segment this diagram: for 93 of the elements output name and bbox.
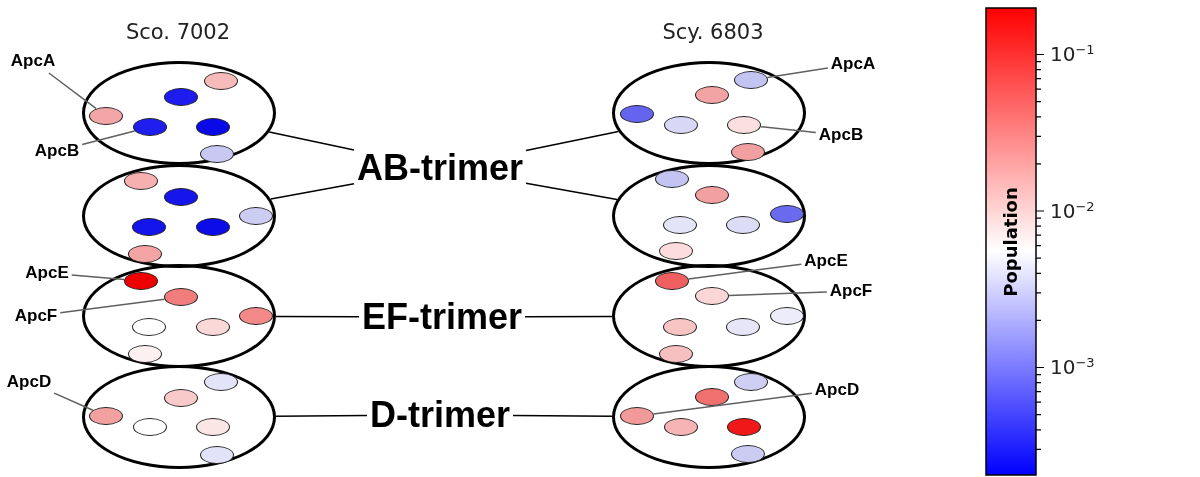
subunit-label: ApcA <box>10 51 56 71</box>
leader-line <box>59 298 166 314</box>
colorbar-label: Population <box>999 187 1021 297</box>
subunit-circle <box>132 218 166 236</box>
subunit-circle <box>124 172 158 190</box>
connector-line <box>525 182 618 201</box>
subunit-circle <box>734 71 768 89</box>
subunit-circle <box>726 216 760 234</box>
trimer-label: EF-trimer <box>362 296 522 338</box>
connector-line <box>525 130 620 152</box>
subunit-circle <box>164 389 198 407</box>
subunit-circle <box>200 145 234 163</box>
connector-line <box>268 131 355 151</box>
subunit-circle <box>200 446 234 464</box>
subunit-circle <box>731 143 765 161</box>
subunit-circle <box>731 445 765 463</box>
connector-line <box>270 183 355 200</box>
connector-line <box>524 315 613 318</box>
subunit-circle <box>663 318 697 336</box>
column-title: Sco. 7002 <box>125 20 231 44</box>
subunit-circle <box>727 116 761 134</box>
leader-line <box>766 67 829 79</box>
leader-line <box>70 274 125 281</box>
subunit-circle <box>620 407 654 425</box>
subunit-circle <box>164 288 198 306</box>
subunit-circle <box>734 373 768 391</box>
subunit-circle <box>133 418 167 436</box>
subunit-circle <box>655 170 689 188</box>
subunit-label: ApcE <box>25 263 69 283</box>
subunit-label: ApcD <box>814 380 860 400</box>
subunit-label: ApcF <box>829 281 873 301</box>
subunit-circle <box>124 272 158 290</box>
trimer-label: D-trimer <box>370 394 510 436</box>
subunit-circle <box>196 118 230 136</box>
subunit-circle <box>664 418 698 436</box>
subunit-circle <box>239 307 273 325</box>
subunit-circle <box>664 116 698 134</box>
trimer-ellipse <box>612 164 806 268</box>
connector-line <box>275 414 368 418</box>
trimer-ellipse <box>612 365 806 469</box>
subunit-circle <box>128 245 162 263</box>
leader-line <box>652 392 813 415</box>
subunit-circle <box>239 207 273 225</box>
subunit-label: ApcE <box>804 251 848 271</box>
subunit-circle <box>132 318 166 336</box>
trimer-ellipse <box>82 61 276 165</box>
trimer-ellipse <box>82 164 276 268</box>
tick-label: 10$^{−1}$ <box>1050 41 1095 67</box>
connector-line <box>275 315 360 318</box>
subunit-circle <box>695 287 729 305</box>
subunit-circle <box>89 107 123 125</box>
tick-label: 10$^{−2}$ <box>1050 198 1095 224</box>
subunit-circle <box>695 186 729 204</box>
leader-line <box>81 130 136 146</box>
subunit-circle <box>128 345 162 363</box>
trimer-ellipse <box>612 264 806 368</box>
subunit-circle <box>695 388 729 406</box>
subunit-circle <box>620 105 654 123</box>
subunit-label: ApcB <box>818 125 864 145</box>
subunit-circle <box>770 205 804 223</box>
subunit-circle <box>164 188 198 206</box>
leader-line <box>759 125 817 134</box>
subunit-circle <box>659 242 693 260</box>
subunit-label: ApcB <box>34 141 80 161</box>
subunit-circle <box>89 407 123 425</box>
connector-line <box>512 414 613 418</box>
leader-line <box>728 291 828 297</box>
leader-line <box>53 392 94 411</box>
trimer-label: AB-trimer <box>357 147 523 189</box>
subunit-circle <box>196 318 230 336</box>
leader-line <box>48 72 97 110</box>
subunit-circle <box>133 118 167 136</box>
trimer-ellipse <box>82 365 276 469</box>
column-title: Scy. 6803 <box>662 20 764 44</box>
subunit-circle <box>164 88 198 106</box>
subunit-circle <box>659 345 693 363</box>
subunit-label: ApcF <box>14 306 58 326</box>
subunit-circle <box>204 373 238 391</box>
subunit-circle <box>196 418 230 436</box>
subunit-circle <box>695 86 729 104</box>
subunit-circle <box>204 72 238 90</box>
subunit-circle <box>196 218 230 236</box>
subunit-label: ApcD <box>6 372 52 392</box>
subunit-circle <box>726 318 760 336</box>
subunit-circle <box>655 272 689 290</box>
subunit-label: ApcA <box>830 54 876 74</box>
subunit-circle <box>770 307 804 325</box>
trimer-ellipse <box>82 264 276 368</box>
trimer-ellipse <box>612 61 806 165</box>
subunit-circle <box>727 418 761 436</box>
leader-line <box>687 263 803 280</box>
subunit-circle <box>663 216 697 234</box>
tick-label: 10$^{−3}$ <box>1050 354 1095 380</box>
